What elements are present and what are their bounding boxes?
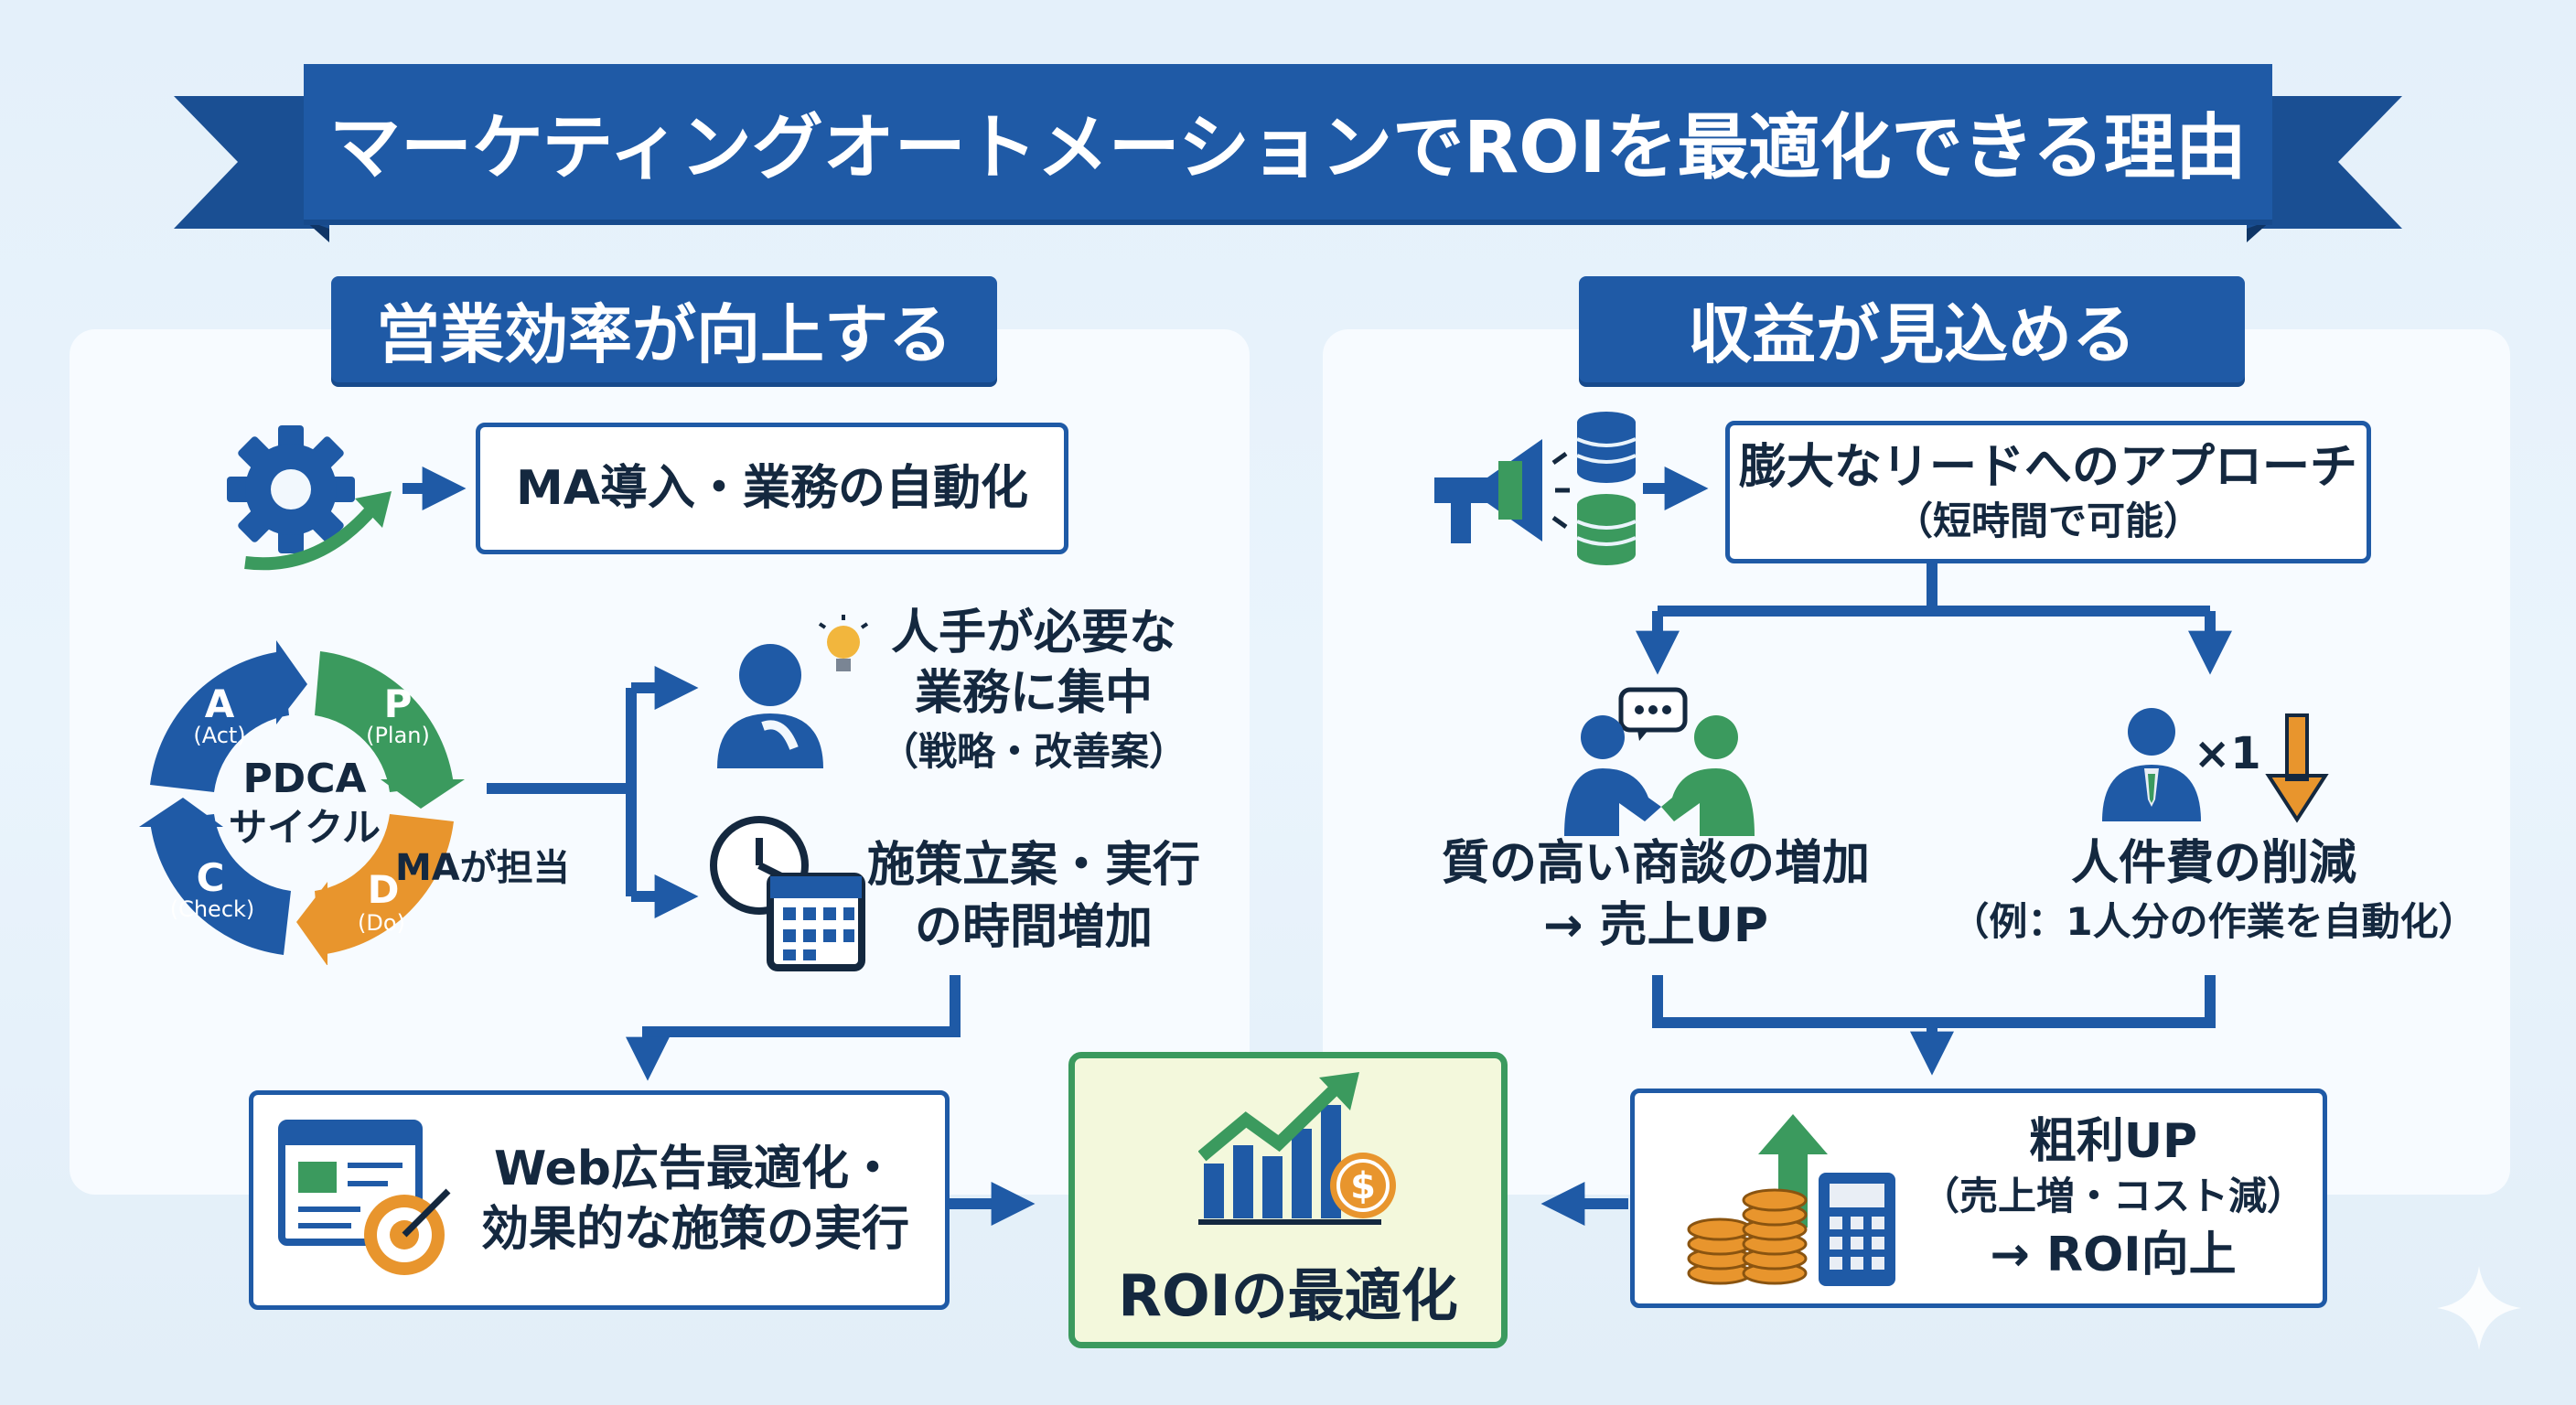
cost-line1: 人件費の削減 (2070, 836, 2356, 891)
web-target-icon (278, 1120, 451, 1275)
left-section-heading: 営業効率が向上する (331, 276, 997, 382)
deal-line1: 質の高い商談の増加 (1441, 836, 1870, 891)
profit-line2: （売上増・コスト減） (1920, 1174, 2305, 1218)
time-line1: 施策立案・実行 (866, 838, 1200, 893)
svg-text:$: $ (1350, 1165, 1376, 1207)
pdca-center-line1: PDCA (242, 756, 367, 802)
lead-line1: 膨大なリードへのアプローチ (1738, 440, 2357, 496)
roi-label: ROIの最適化 (1118, 1262, 1458, 1329)
sparkle-icon (2437, 1266, 2521, 1350)
businessperson-icon (2102, 708, 2201, 821)
pdca-d-letter: D (367, 867, 400, 912)
growth-chart-icon: $ (1198, 1072, 1396, 1225)
pdca-p-letter: P (383, 681, 413, 726)
pdca-center-line2: サイクル (229, 805, 381, 850)
deal-line2: → 売上UP (1542, 898, 1768, 953)
ma-in-charge-label: MAが担当 (395, 847, 570, 889)
focus-line2: 業務に集中 (914, 666, 1153, 721)
pdca-c-letter: C (196, 855, 225, 900)
coins-calculator-icon (1687, 1114, 1895, 1286)
roi-box (1068, 1052, 1508, 1348)
web-line2: 効果的な施策の実行 (480, 1202, 909, 1257)
handshake-icon (1564, 687, 1755, 836)
web-line1: Web広告最適化・ (494, 1142, 896, 1196)
person-idea-icon (717, 615, 869, 768)
page-title: マーケティングオートメーションでROIを最適化できる理由 (304, 64, 2272, 220)
staff-multiplier: ×1 (2194, 728, 2261, 779)
pdca-p-word: (Plan) (366, 723, 430, 748)
cost-line2: （例：1人分の作業を自動化） (1950, 899, 2477, 944)
pdca-a-letter: A (204, 681, 235, 726)
pdca-c-word: (Check) (169, 896, 255, 922)
clock-calendar-icon (710, 816, 865, 971)
focus-line1: 人手が必要な (890, 606, 1176, 660)
pdca-a-word: (Act) (193, 723, 246, 748)
gear-icon (227, 425, 392, 571)
time-line2: の時間増加 (914, 900, 1153, 955)
focus-line3: （戦略・改善案） (879, 729, 1187, 774)
pdca-cycle (139, 640, 465, 965)
ma-automation-box: MA導入・業務の自動化 (476, 423, 1068, 554)
profit-line1: 粗利UP (2028, 1114, 2198, 1169)
right-section-heading: 収益が見込める (1579, 276, 2245, 382)
lead-line2: （短時間で可能） (1894, 499, 2202, 544)
megaphone-database-icon (1434, 412, 1637, 565)
title-ribbon-tails (174, 96, 2402, 242)
decrease-arrow-icon (2265, 713, 2329, 823)
lead-approach-box: 膨大なリードへのアプローチ （短時間で可能） (1725, 421, 2371, 563)
pdca-d-word: (Do) (358, 910, 405, 936)
profit-line3: → ROI向上 (1990, 1228, 2237, 1282)
